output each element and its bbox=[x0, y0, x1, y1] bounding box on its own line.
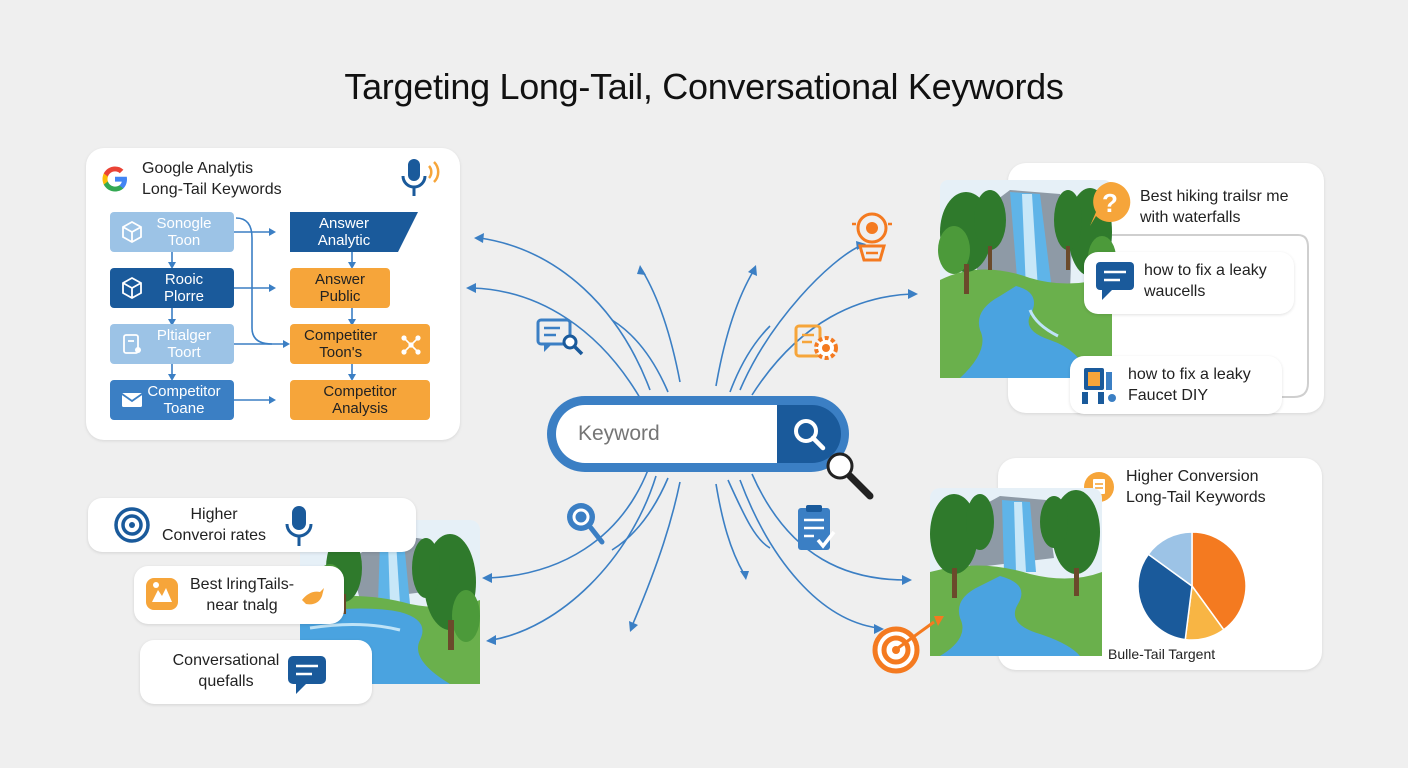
waterfall-illustration-right bbox=[930, 488, 1102, 656]
chat-icon bbox=[288, 656, 326, 694]
checklist-icon bbox=[798, 505, 836, 550]
box-icon bbox=[122, 276, 142, 300]
target-icon bbox=[114, 507, 150, 543]
search-icon bbox=[794, 419, 826, 451]
network-icon bbox=[401, 335, 421, 355]
keyword-search-bar bbox=[547, 396, 849, 472]
google-icon bbox=[102, 166, 127, 192]
pie-slice-3 bbox=[1147, 531, 1193, 588]
question-icon: ? bbox=[1090, 181, 1131, 226]
page-title: Targeting Long-Tail, Conversational Keyw… bbox=[344, 66, 1064, 107]
location-pin-icon bbox=[852, 212, 892, 262]
pie-slice-2 bbox=[1137, 553, 1193, 641]
tool-answer-analytic-shape bbox=[290, 212, 418, 252]
trail-badge-icon bbox=[146, 578, 178, 610]
microphone-icon-small bbox=[285, 506, 313, 546]
pie-caption: Bulle-Tail Targent bbox=[1108, 646, 1216, 662]
clipboard-icon bbox=[123, 334, 141, 354]
query-bubble-waterfalls[interactable]: ? Best hiking trailsr me with waterfalls bbox=[1088, 174, 1314, 236]
target-arrow-icon bbox=[872, 616, 944, 674]
microphone-icon bbox=[401, 159, 440, 196]
bird-icon bbox=[302, 588, 324, 605]
pie-slice-0 bbox=[1191, 531, 1247, 631]
chat-search-icon bbox=[536, 318, 584, 356]
chat-icon bbox=[1096, 262, 1134, 300]
faucet-tools-icon bbox=[1082, 368, 1116, 404]
mail-icon bbox=[121, 393, 143, 407]
svg-text:?: ? bbox=[1102, 188, 1118, 218]
box-icon bbox=[122, 220, 142, 244]
query-bubble-waucells[interactable]: how to fix a leaky waucells bbox=[1084, 252, 1294, 314]
search-magnifier-icon bbox=[567, 503, 605, 545]
waterfall-illustration bbox=[938, 180, 1116, 378]
pill-conversational-queries[interactable]: Conversational quefalls bbox=[140, 640, 372, 704]
search-button[interactable] bbox=[777, 405, 841, 463]
keyword-search-input[interactable] bbox=[556, 405, 778, 463]
queries-connector bbox=[1068, 234, 1309, 398]
tools-card-heading: Google Analytis Long-Tail Keywords bbox=[142, 160, 282, 198]
tools-connectors bbox=[168, 217, 356, 404]
pill-higher-conversion-rates[interactable]: Higher Converoi rates bbox=[88, 498, 416, 552]
document-gear-icon bbox=[794, 324, 838, 360]
magnifier-handle-icon bbox=[826, 452, 874, 500]
tools-card: Google Analytis Long-Tail Keywords bbox=[86, 148, 460, 440]
query-bubble-faucet[interactable]: how to fix a leaky Faucet DIY bbox=[1070, 356, 1282, 414]
pill-best-long-tails[interactable]: Best lringTails- near tnalg bbox=[134, 566, 344, 624]
pie-chart bbox=[1137, 531, 1247, 641]
